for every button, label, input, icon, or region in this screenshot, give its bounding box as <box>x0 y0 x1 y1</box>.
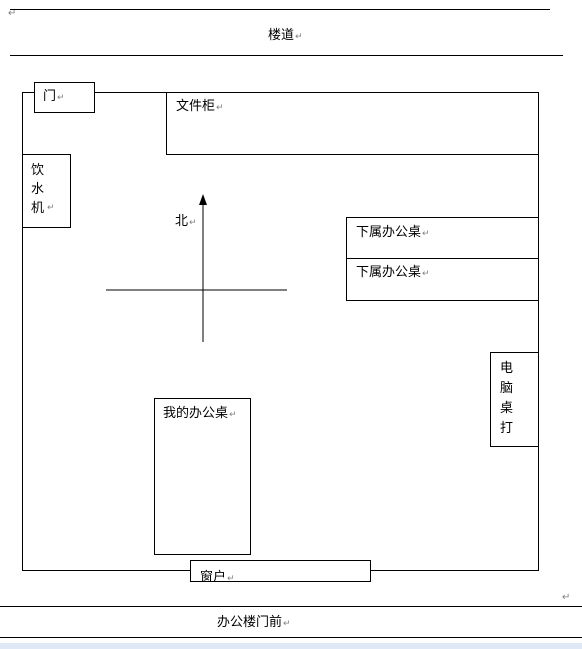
paragraph-mark-top: ↵ <box>8 8 17 19</box>
corridor-bottom-line <box>10 55 563 56</box>
building-front-label-wrap: 办公楼门前↵ <box>217 615 291 632</box>
computer-desk: 电脑桌打 <box>490 352 539 447</box>
water-dispenser-para-mark: ↵ <box>47 203 55 213</box>
subordinate-desk-1-label: 下属办公桌 <box>356 225 422 240</box>
subordinate-desk-2-para-mark: ↵ <box>422 269 430 279</box>
north-arrow-icon <box>199 194 207 205</box>
building-front-top-line <box>0 606 582 607</box>
north-para-mark: ↵ <box>189 218 197 228</box>
corridor-label-wrap: 楼道↵ <box>268 28 303 45</box>
compass-cross <box>106 194 287 342</box>
computer-desk-label: 电脑桌打 <box>500 361 514 436</box>
door-label: 门 <box>43 89 57 104</box>
north-label-wrap: 北↵ <box>175 214 197 231</box>
my-desk: 我的办公桌↵ <box>154 398 251 555</box>
subordinate-desk-2: 下属办公桌↵ <box>346 258 539 301</box>
building-front-label: 办公楼门前 <box>217 615 283 630</box>
paragraph-mark-right: ↵ <box>562 592 571 603</box>
corridor-para-mark: ↵ <box>295 32 303 42</box>
water-dispenser-label: 饮水机 <box>31 163 45 216</box>
file-cabinet-para-mark: ↵ <box>216 103 224 113</box>
water-dispenser: 饮水机 ↵ <box>22 154 71 228</box>
window-label: 窗户 <box>200 570 227 582</box>
corridor-label: 楼道 <box>268 28 295 43</box>
door-para-mark: ↵ <box>57 93 65 103</box>
window-para-mark: ↵ <box>227 574 235 582</box>
subordinate-desk-2-label: 下属办公桌 <box>356 265 422 280</box>
file-cabinet-label: 文件柜 <box>176 99 216 114</box>
bottom-edge-strip <box>0 643 582 649</box>
window: 窗户↵ <box>190 560 371 582</box>
north-label: 北 <box>175 214 189 229</box>
door: 门↵ <box>34 82 95 113</box>
my-desk-para-mark: ↵ <box>229 410 237 420</box>
subordinate-desk-1: 下属办公桌↵ <box>346 217 539 259</box>
building-front-bottom-line <box>0 637 582 638</box>
corridor-top-line <box>10 9 550 10</box>
building-front-para-mark: ↵ <box>283 619 291 629</box>
file-cabinet: 文件柜↵ <box>166 92 539 155</box>
my-desk-label: 我的办公桌 <box>163 406 229 421</box>
subordinate-desk-1-para-mark: ↵ <box>422 229 430 239</box>
